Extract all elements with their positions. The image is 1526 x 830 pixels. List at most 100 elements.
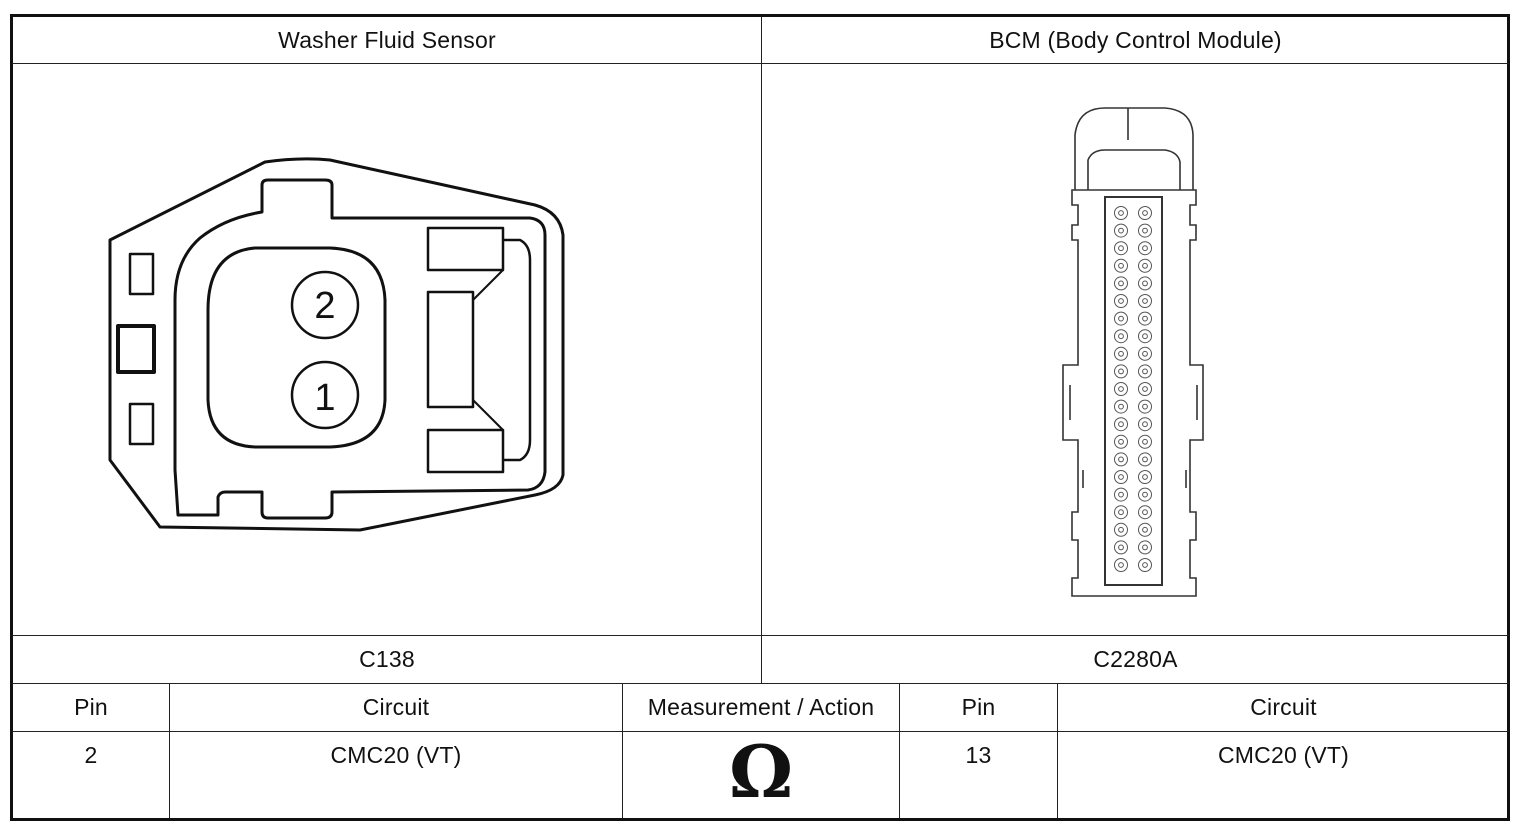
key-window-bottom xyxy=(128,402,155,446)
bcm-pin-mark xyxy=(1118,298,1124,304)
latch-center xyxy=(426,290,475,409)
ohm-measurement-symbol: Ω xyxy=(728,729,794,814)
bcm-pin-mark xyxy=(1142,562,1148,568)
bcm-pin-mark xyxy=(1142,280,1148,287)
pin-2-label: 2 xyxy=(314,285,335,327)
bcm-pin-cavity xyxy=(1138,522,1152,537)
bcm-pin-cavity xyxy=(1138,311,1152,326)
bcm-pin-mark xyxy=(1118,403,1124,410)
bcm-pin-mark xyxy=(1142,526,1148,533)
bcm-connector-drawing xyxy=(1062,107,1204,597)
left-connector-id: C138 xyxy=(359,646,415,672)
bcm-pin-cavity xyxy=(1114,241,1128,256)
bcm-pin-mark xyxy=(1142,491,1148,498)
bcm-pin-mark xyxy=(1142,456,1148,463)
bcm-pin-cavity xyxy=(1138,294,1152,308)
pin-2-circle xyxy=(290,270,360,340)
bcm-pin-mark xyxy=(1142,474,1148,480)
bcm-pin-mark xyxy=(1118,315,1124,322)
diagram-frame xyxy=(10,14,1510,821)
bcm-pin-cavity xyxy=(1114,382,1128,396)
bcm-pin-cavity xyxy=(1114,558,1128,572)
col-header-pin-right: Pin xyxy=(961,694,996,720)
bcm-pin-mark xyxy=(1142,227,1148,234)
bcm-pin-cavity xyxy=(1114,223,1128,238)
key-window-top xyxy=(128,252,155,296)
table-col-divider-3 xyxy=(899,684,900,818)
bcm-pin-cavity xyxy=(1114,276,1128,291)
bcm-pin-mark xyxy=(1118,368,1124,375)
bcm-pin-cavity xyxy=(1114,258,1128,273)
bcm-pin-cavity xyxy=(1138,540,1152,555)
latch-lower xyxy=(426,428,505,474)
bcm-pin-mark xyxy=(1118,562,1124,568)
left-component-title: Washer Fluid Sensor xyxy=(278,26,496,53)
bcm-pin-mark xyxy=(1142,438,1148,445)
bcm-pin-mark xyxy=(1118,491,1124,498)
bcm-pin-cavity xyxy=(1114,294,1128,308)
bcm-pin-cavity xyxy=(1138,346,1152,361)
bcm-pin-cavity xyxy=(1138,558,1152,572)
bcm-pin-mark xyxy=(1142,262,1148,269)
bcm-pin-mark xyxy=(1142,210,1148,216)
bcm-pin-cavity xyxy=(1114,470,1128,484)
pin-1-label: 1 xyxy=(314,377,335,419)
bcm-pin-mark xyxy=(1118,438,1124,445)
bcm-pin-cavity xyxy=(1138,452,1152,467)
bcm-pin-cavity xyxy=(1114,346,1128,361)
bcm-pin-cavity xyxy=(1114,452,1128,467)
bcm-pin-mark xyxy=(1142,509,1148,516)
bcm-pin-mark xyxy=(1118,526,1124,533)
col-header-circuit-right: Circuit xyxy=(1250,694,1317,720)
bcm-pin-mark xyxy=(1118,421,1124,428)
bcm-pin-mark xyxy=(1142,421,1148,428)
bcm-pin-cavity xyxy=(1114,522,1128,537)
bcm-pin-mark xyxy=(1142,368,1148,375)
bcm-pin-cavity xyxy=(1138,258,1152,273)
bcm-pin-cavity xyxy=(1138,223,1152,238)
bcm-pin-cavity xyxy=(1114,311,1128,326)
bcm-connector-body xyxy=(1062,189,1204,597)
bcm-pin-cavity xyxy=(1138,487,1152,502)
connector-inner-shroud xyxy=(173,178,547,520)
table-col-divider-4 xyxy=(1057,684,1058,818)
bcm-pin-mark xyxy=(1142,245,1148,252)
bcm-pin-mark xyxy=(1142,403,1148,410)
bcm-pin-mark xyxy=(1118,386,1124,392)
header-divider xyxy=(12,63,1509,64)
pin-1-circle xyxy=(290,360,360,430)
bcm-pin-mark xyxy=(1142,350,1148,357)
bcm-pin-mark xyxy=(1142,315,1148,322)
bcm-pin-cavity xyxy=(1114,364,1128,379)
bcm-pin-mark xyxy=(1118,509,1124,516)
bcm-pin-cavity xyxy=(1138,417,1152,432)
row-pin-left: 2 xyxy=(84,742,98,768)
right-component-title: BCM (Body Control Module) xyxy=(989,26,1282,53)
bcm-pin-cavity xyxy=(1114,505,1128,520)
bcm-pin-mark xyxy=(1142,544,1148,551)
bcm-pin-cavity xyxy=(1114,434,1128,449)
bcm-pin-mark xyxy=(1142,386,1148,392)
bcm-pin-cavity xyxy=(1138,434,1152,449)
col-header-circuit-left: Circuit xyxy=(362,694,430,720)
bcm-pin-mark xyxy=(1142,298,1148,304)
bcm-pin-mark xyxy=(1118,544,1124,551)
bcm-pin-cavity xyxy=(1114,417,1128,432)
table-header-divider xyxy=(12,731,1509,732)
component-divider xyxy=(761,17,762,684)
bcm-pin-cavity xyxy=(1138,505,1152,520)
bcm-pin-cavity xyxy=(1114,329,1128,344)
bcm-connector-hood xyxy=(1074,107,1194,190)
table-col-divider-1 xyxy=(169,684,170,818)
latch-arm xyxy=(503,238,532,462)
latch-upper xyxy=(426,226,505,272)
bcm-pin-mark xyxy=(1118,227,1124,234)
bcm-pin-mark xyxy=(1118,474,1124,480)
bcm-pin-array xyxy=(1114,206,1152,572)
key-window-middle xyxy=(116,324,156,374)
connector-outer-shell xyxy=(108,157,565,532)
bcm-pin-cavity xyxy=(1114,487,1128,502)
bcm-pin-cavity xyxy=(1114,206,1128,220)
row-circuit-right: CMC20 (VT) xyxy=(1217,742,1350,768)
bcm-pin-cavity xyxy=(1114,399,1128,414)
